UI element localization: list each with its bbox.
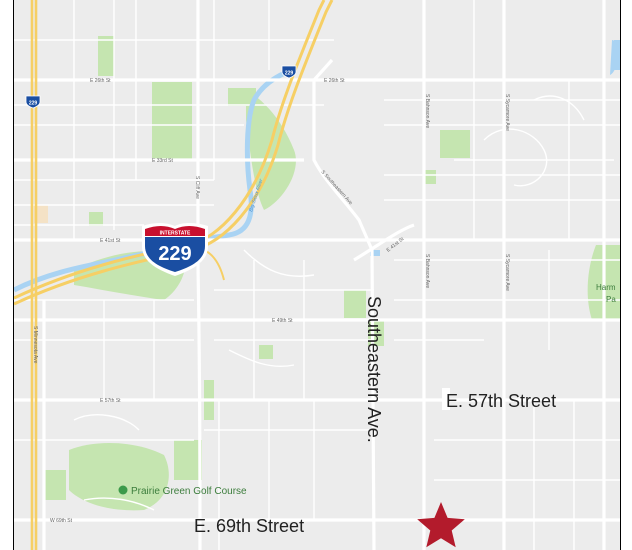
label-backdrop: [442, 388, 450, 410]
interstate-229-shield-icon: INTERSTATE 229: [142, 223, 208, 276]
callout-e69th-street: E. 69th Street: [194, 516, 304, 536]
park-label-harmodon: Harm: [596, 283, 616, 292]
street-label-minnesota: S Minnesota Ave: [32, 326, 38, 364]
park: [424, 170, 436, 184]
street-label-w69th: W 69th St: [50, 518, 73, 524]
park: [440, 130, 470, 158]
golf-course-poi[interactable]: Prairie Green Golf Course: [118, 485, 248, 498]
street-label-e41st: E 41st St: [100, 238, 121, 244]
street-label-e49th: E 49th St: [272, 318, 293, 324]
street-label-e26th-right: E 26th St: [324, 78, 345, 84]
park: [174, 440, 202, 480]
street-label-e57th: E 57th St: [100, 398, 121, 404]
golf-course-label: Prairie Green Golf Course: [131, 486, 247, 497]
park: [44, 470, 66, 500]
shield-229-north: 229: [281, 65, 297, 79]
shield-229-west: 229: [25, 95, 41, 109]
star-icon[interactable]: [417, 502, 465, 548]
interstate-shield-label: INTERSTATE: [160, 231, 191, 237]
park: [89, 212, 103, 226]
park: [259, 345, 273, 359]
street-label-cliff-ave: S Cliff Ave: [194, 176, 200, 199]
park: [69, 443, 169, 511]
park-areas: [34, 36, 620, 511]
minor-streets: [14, 0, 620, 550]
park: [246, 90, 296, 210]
street-label-bahnson-north: S Bahnson Ave: [424, 94, 430, 128]
golf-course-pin-icon: [118, 485, 128, 495]
major-streets: [14, 0, 620, 550]
map-canvas: E 26th St E 26th St E 33rd St E 41st St …: [14, 0, 620, 550]
street-label-e33rd: E 33rd St: [152, 158, 173, 164]
callout-e57th-street: E. 57th Street: [446, 391, 556, 411]
shield-229-north-number: 229: [285, 71, 294, 77]
park-label-harmodon-2: Pa: [606, 295, 616, 304]
pond: [370, 250, 380, 256]
street-label-southeastern-small: S Southeastern Ave: [320, 169, 354, 206]
street-label-bahnson-south: S Bahnson Ave: [424, 254, 430, 288]
map-viewport[interactable]: E 26th St E 26th St E 33rd St E 41st St …: [13, 0, 621, 550]
pond: [610, 40, 618, 75]
park: [152, 82, 192, 160]
park: [344, 290, 366, 318]
interstate-shield-number: 229: [158, 243, 191, 265]
callout-southeastern-ave: Southeastern Ave.: [364, 296, 384, 443]
big-sioux-river: [14, 67, 293, 293]
commercial-area: [34, 205, 48, 223]
street-label-e26th-left: E 26th St: [90, 78, 111, 84]
park: [98, 36, 114, 76]
street-label-sycamore-south: S Sycamore Ave: [504, 254, 510, 291]
street-label-sycamore-north: S Sycamore Ave: [504, 94, 510, 131]
shield-229-west-number: 229: [29, 101, 38, 107]
